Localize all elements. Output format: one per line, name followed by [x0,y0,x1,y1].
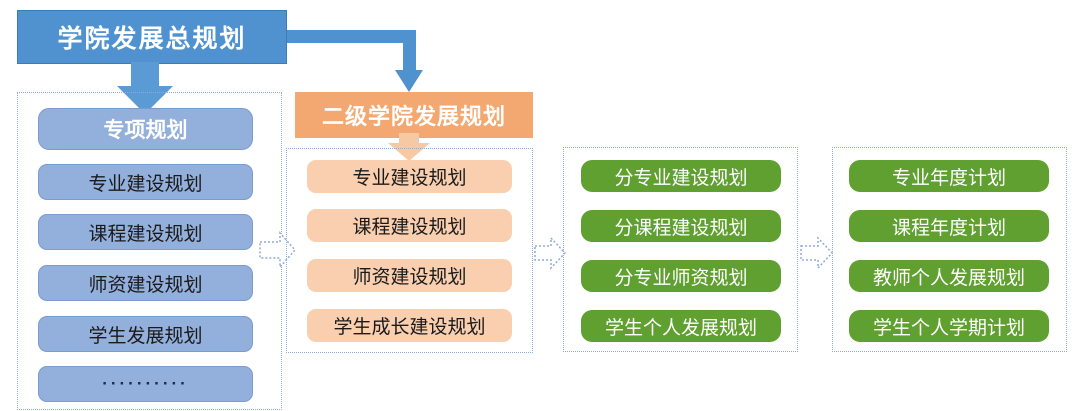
node-sub-major-construction-plan[interactable]: 分专业建设规划 [581,160,781,192]
connector-branch-to-items-arrowhead-icon [388,143,430,161]
node-student-individual-term-plan[interactable]: 学生个人学期计划 [849,310,1049,342]
connector-root-to-branch-arrowhead-icon [395,70,423,92]
branch-header-secondary-college-plan[interactable]: 二级学院发展规划 [295,92,533,138]
connector-col2-to-col3-arrow-icon [534,236,567,270]
node-major-construction-plan[interactable]: 专业建设规划 [38,164,253,200]
node-label: 学生成长建设规划 [333,317,486,338]
node-sub-course-construction-plan[interactable]: 分课程建设规划 [581,210,781,242]
connector-branch-to-items-shaft [399,133,419,145]
node-label: 教师个人发展规划 [872,267,1025,289]
column-sub-discipline-plan [563,147,798,352]
node-label: 专业建设规划 [352,168,467,189]
root-node-label: 学院发展总规划 [57,25,247,53]
node-label: 学生个人发展规划 [604,317,757,339]
branch-header-label: 二级学院发展规划 [321,104,506,129]
node-sc-major-construction-plan[interactable]: 专业建设规划 [307,160,512,193]
node-major-annual-plan[interactable]: 专业年度计划 [849,160,1049,192]
connector-root-to-branch-vertical [403,30,416,72]
node-special-plan-lead[interactable]: 专项规划 [38,108,253,150]
connector-col3-to-col4-arrow-icon [800,236,834,270]
node-label: 分课程建设规划 [614,217,748,239]
node-label: 课程建设规划 [352,217,467,238]
node-ellipsis-placeholder[interactable]: ·········· [38,366,253,402]
node-student-individual-development-plan[interactable]: 学生个人发展规划 [581,310,781,342]
node-course-annual-plan[interactable]: 课程年度计划 [849,210,1049,242]
column-annual-plan [832,147,1067,352]
node-label: 分专业建设规划 [614,167,748,189]
column-secondary-college-plan [286,148,533,353]
node-label: 专项规划 [103,119,188,142]
node-sub-major-faculty-plan[interactable]: 分专业师资规划 [581,260,781,292]
node-student-development-plan[interactable]: 学生发展规划 [38,316,253,352]
node-sc-course-construction-plan[interactable]: 课程建设规划 [307,209,512,242]
node-label: ·········· [102,374,189,393]
node-label: 学生发展规划 [88,325,203,347]
node-label: 师资建设规划 [352,267,467,288]
node-course-construction-plan[interactable]: 课程建设规划 [38,214,253,250]
root-node-college-master-plan[interactable]: 学院发展总规划 [17,10,287,64]
node-label: 课程年度计划 [891,217,1006,239]
connector-root-to-branch-horizontal [287,30,410,43]
node-teacher-individual-development-plan[interactable]: 教师个人发展规划 [849,260,1049,292]
node-label: 课程建设规划 [88,223,203,245]
node-label: 分专业师资规划 [614,267,748,289]
node-faculty-construction-plan[interactable]: 师资建设规划 [38,265,253,301]
connector-root-to-special-shaft [131,62,159,88]
node-label: 学生个人学期计划 [872,317,1025,339]
node-label: 专业建设规划 [88,173,203,195]
node-sc-student-growth-plan[interactable]: 学生成长建设规划 [307,309,512,342]
node-sc-faculty-construction-plan[interactable]: 师资建设规划 [307,259,512,292]
node-label: 师资建设规划 [88,274,203,296]
node-label: 专业年度计划 [891,167,1006,189]
